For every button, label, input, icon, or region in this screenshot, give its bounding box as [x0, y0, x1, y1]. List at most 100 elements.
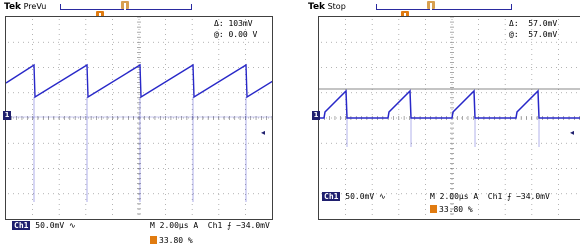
grid-dot [243, 193, 244, 195]
grid-dot [243, 92, 244, 94]
acquisition-mode: PreVu [23, 2, 47, 11]
grid-dot [183, 67, 184, 68]
grid-dot [401, 67, 402, 68]
waveform-graticule[interactable] [5, 16, 273, 220]
grid-dot [198, 168, 199, 169]
grid-dot [263, 168, 264, 169]
scope-brand: Tek PreVu [4, 2, 47, 12]
ch1-ground-marker-icon[interactable]: 1 [3, 111, 11, 120]
grid-dot [478, 24, 479, 25]
grid-dot [496, 41, 497, 43]
grid-dot [258, 67, 259, 68]
grid-dot [213, 168, 214, 169]
grid-dot [398, 29, 400, 30]
grid-dot [478, 84, 479, 85]
grid-dot [546, 142, 547, 144]
grid-dot [341, 142, 342, 144]
grid-dot [165, 179, 166, 180]
timebase-status: M 2.00µs A Ch1 ⨍ −34.0mV [430, 192, 550, 201]
grid-dot [451, 24, 453, 25]
grid-dot [345, 109, 346, 110]
grid-dot [558, 59, 559, 60]
grid-dot [138, 89, 140, 90]
grid-dot [531, 214, 533, 215]
grid-dot [341, 193, 342, 195]
grid-dot [396, 193, 397, 195]
grid-dot [451, 64, 453, 65]
grid-dot [466, 142, 467, 144]
grid-dot [173, 67, 174, 68]
waveform-graticule[interactable] [318, 16, 580, 220]
grid-dot [112, 149, 113, 150]
grid-dot [531, 194, 533, 195]
grid-dot [506, 168, 507, 169]
grid-dot [103, 193, 104, 195]
grid-dot [466, 117, 467, 119]
grid-dot [58, 184, 60, 185]
grid-dot [32, 34, 33, 35]
grid-dot [478, 49, 479, 50]
grid-dot [371, 54, 373, 55]
trigger-level-arrow-icon[interactable]: ◂ [261, 128, 266, 137]
grid-dot [421, 41, 422, 43]
grid-dot [391, 92, 392, 94]
grid-dot [346, 142, 347, 144]
grid-dot [165, 159, 166, 160]
grid-dot [398, 214, 400, 215]
grid-dot [398, 24, 400, 25]
grid-dot [461, 142, 462, 144]
grid-dot [478, 194, 479, 195]
grid-dot [63, 67, 64, 68]
ch1-badge[interactable]: Ch1 [12, 221, 31, 230]
grid-dot [425, 59, 426, 60]
grid-dot [371, 92, 372, 94]
grid-dot [531, 193, 532, 195]
grid-dot [203, 142, 204, 144]
grid-dot [263, 193, 264, 195]
grid-dot [371, 159, 373, 160]
grid-dot [401, 117, 402, 119]
grid-dot [504, 39, 506, 40]
grid-dot [138, 69, 140, 70]
grid-dot [371, 129, 373, 130]
ch1-ground-marker-icon[interactable]: 1 [312, 111, 320, 120]
grid-dot [371, 19, 373, 20]
grid-dot [504, 164, 506, 165]
grid-dot [233, 142, 234, 144]
grid-dot [361, 41, 362, 43]
grid-dot [511, 67, 512, 68]
grid-dot [103, 67, 104, 68]
grid-dot [58, 69, 60, 70]
grid-dot [118, 193, 119, 195]
ch1-badge[interactable]: Ch1 [322, 192, 341, 201]
grid-dot [386, 142, 387, 144]
grid-dot [331, 67, 332, 68]
grid-dot [112, 104, 113, 105]
grid-dot [245, 144, 246, 145]
grid-dot [33, 92, 34, 94]
grid-dot [58, 214, 60, 215]
grid-dot [321, 41, 322, 43]
grid-dot [58, 64, 60, 65]
grid-dot [223, 168, 224, 169]
grid-dot [218, 142, 219, 144]
grid-dot [571, 142, 572, 144]
grid-dot [8, 193, 9, 195]
trigger-level-arrow-icon[interactable]: ◂ [570, 128, 575, 137]
grid-dot [398, 144, 400, 145]
grid-dot [425, 84, 426, 85]
grid-dot [148, 193, 149, 195]
grid-dot [371, 44, 373, 45]
grid-dot [336, 117, 337, 119]
grid-dot [218, 89, 220, 90]
grid-dot [411, 41, 412, 43]
grid-dot [228, 168, 229, 169]
grid-dot [396, 117, 397, 119]
grid-dot [238, 193, 239, 195]
grid-dot [53, 142, 54, 144]
grid-dot [73, 67, 74, 68]
grid-dot [421, 193, 422, 195]
grid-dot [245, 164, 246, 165]
grid-dot [371, 204, 373, 205]
grid-dot [356, 41, 357, 43]
